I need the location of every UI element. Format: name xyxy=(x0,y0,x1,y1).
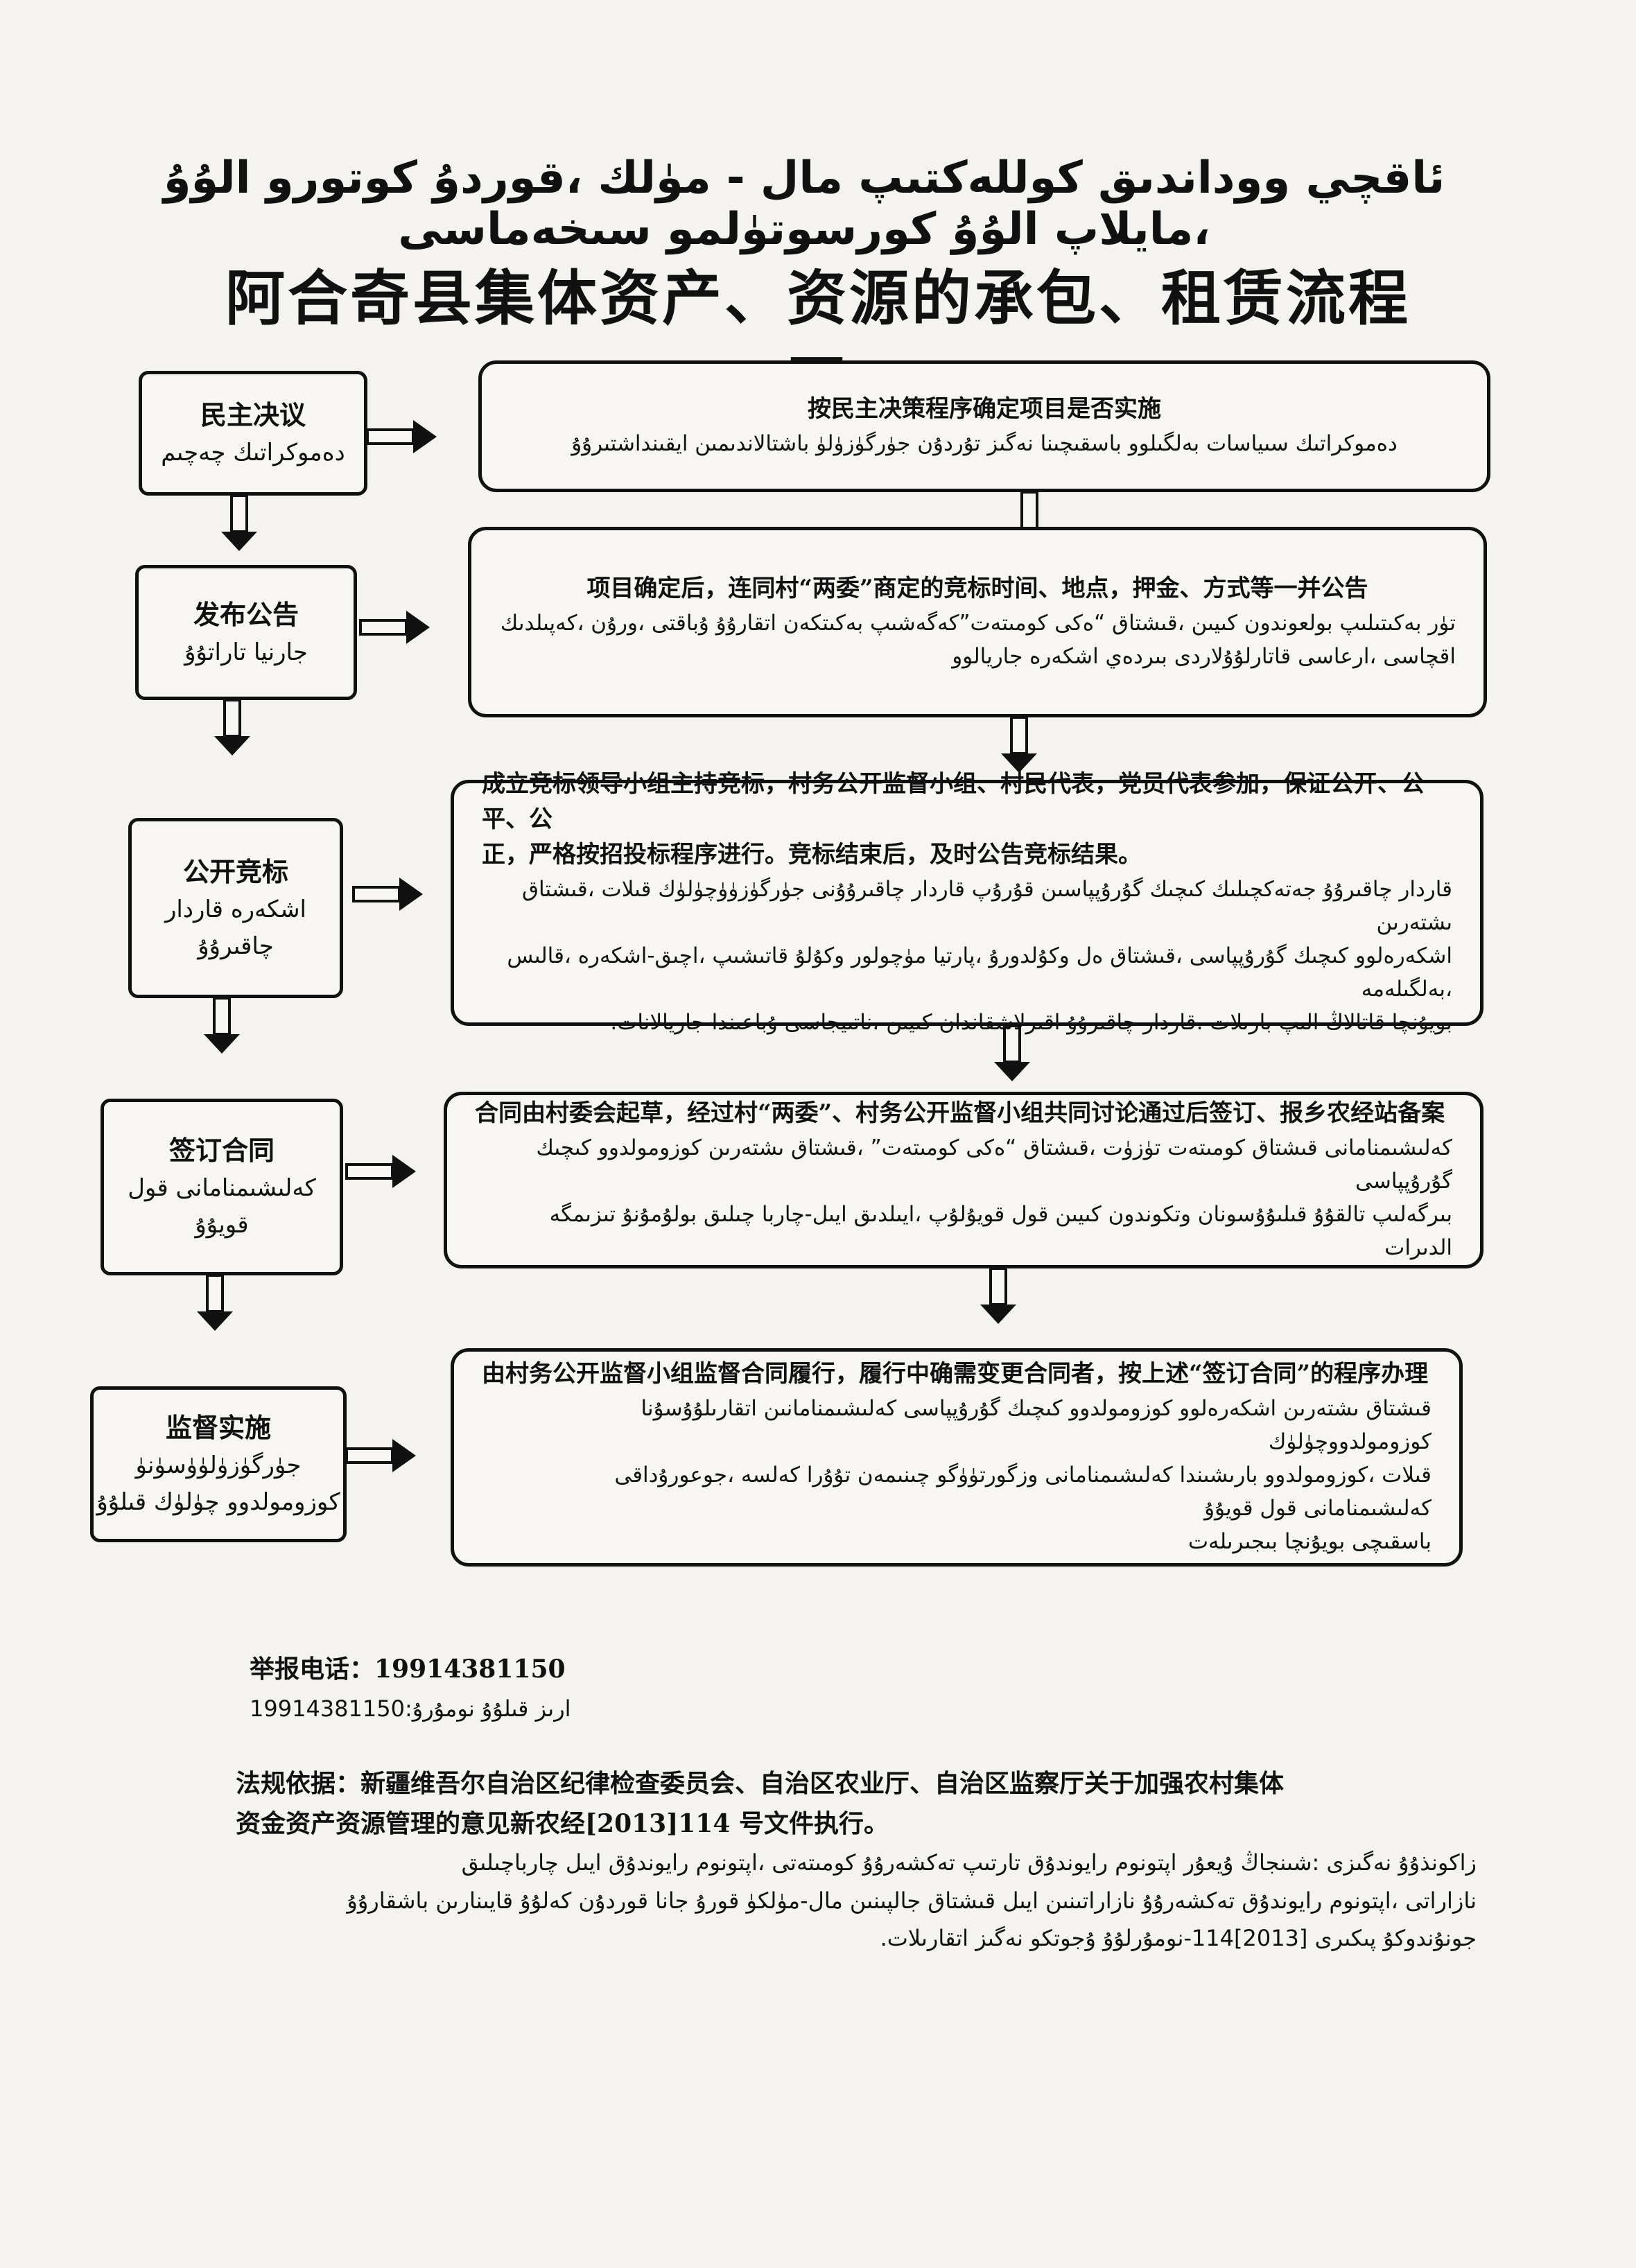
step-label-ug: دەموكراتىك چەچىم xyxy=(161,439,345,467)
step-label-zh: 监督实施 xyxy=(165,1412,271,1444)
hotline-ug: ارىز قىلۇۇ نومۇرۇ:19914381150 xyxy=(250,1695,571,1722)
hotline-zh: 举报电话：19914381150 xyxy=(250,1655,566,1684)
step-desc-ug-line: باسقىچى بويۇنچا بىجىرىلەت xyxy=(1187,1529,1432,1555)
arrow-down-left-4 xyxy=(195,1274,234,1332)
step-desc-zh-line: 合同由村委会起草，经过村“两委”、村务公开监督小组共同讨论通过后签订、报乡农经站… xyxy=(475,1099,1445,1127)
step-desc-ug-line: قىلات ،كوزومولدوو بارىشىندا كەلىشىمنامان… xyxy=(614,1462,1432,1521)
legal-zh-line: 资金资产资源管理的意见新农经[2013]114 号文件执行。 xyxy=(236,1808,889,1838)
step-desc-box-5: 由村务公开监督小组监督合同履行，履行中确需变更合同者，按上述“签订合同”的程序办… xyxy=(451,1348,1463,1567)
step-desc-box-3: 成立竞标领导小组主持竞标，村务公开监督小组、村民代表，党员代表参加，保证公开、公… xyxy=(451,770,1483,1035)
step-desc-ug-line: كەلىشىمنامانى قىشتاق كومىتەت تۈزۈت ،قىشت… xyxy=(536,1135,1452,1194)
step-label-ug: اشكەرە قاردار چاقىرۇۇ xyxy=(164,895,307,960)
step-desc-zh-line: 项目确定后，连同村“两委”商定的竞标时间、地点，押金、方式等一并公告 xyxy=(586,574,1368,602)
step-label-ug: جۈرگۈزۈلۈۈسۈنۈ كوزومولدوو چۈلۈك قىلۇۇ xyxy=(96,1451,340,1516)
arrow-down-left-1 xyxy=(220,494,259,552)
step-label-box-5: 监督实施 جۈرگۈزۈلۈۈسۈنۈ كوزومولدوو چۈلۈك قىل… xyxy=(90,1386,347,1542)
step-desc-ug-line: دەموكراتىك سىياسات بەلگىلوو باسقىچىنا نە… xyxy=(571,431,1398,457)
step-label-box-4: 签订合同 كەلىشىمنامانى قول قويۇۇ xyxy=(101,1099,343,1275)
step-label-zh: 发布公告 xyxy=(193,598,299,630)
step-desc-box-1: 按民主决策程序确定项目是否实施 دەموكراتىك سىياسات بەلگى… xyxy=(478,360,1490,492)
step-label-box-3: 公开竞标 اشكەرە قاردار چاقىرۇۇ xyxy=(128,818,343,998)
step-label-zh: 公开竞标 xyxy=(182,855,288,887)
step-label-zh: 民主决议 xyxy=(200,399,306,431)
step-label-box-2: 发布公告 جارنيا تاراتۇۇ xyxy=(135,565,357,700)
arrow-right-2 xyxy=(359,609,431,645)
step-desc-ug-line: اقچاسى ،ارعاسى قاتارلۇۇلاردى بىردەي اشكە… xyxy=(952,644,1456,669)
step-desc-ug-line: بويۇنچا قاتالاڭ الىپ بارىلات .قاردار چاق… xyxy=(610,1010,1452,1036)
title-uyghur: ئاقچي ووداندىق كولله‌كتىپ مال - مۈلك ،قو… xyxy=(163,152,1445,255)
legal-zh-line: 法规依据：新疆维吾尔自治区纪律检查委员会、自治区农业厅、自治区监察厅关于加强农村… xyxy=(236,1769,1285,1798)
arrow-down-left-3 xyxy=(202,997,241,1055)
arrow-right-3 xyxy=(352,876,424,912)
step-desc-ug-line: تۈر بەكىتىلىپ بولعوندون كىيىن ،قىشتاق “ە… xyxy=(500,610,1456,636)
step-label-ug: كەلىشىمنامانى قول قويۇۇ xyxy=(128,1174,316,1239)
arrow-right-5 xyxy=(345,1438,417,1474)
step-desc-box-4: 合同由村委会起草，经过村“两委”、村务公开监督小组共同讨论通过后签订、报乡农经站… xyxy=(444,1092,1483,1268)
arrow-right-4 xyxy=(345,1153,417,1189)
step-desc-ug-line: قىشتاق ىشتەرىن اشكەرەلوو كوزومولدوو كىچى… xyxy=(641,1395,1432,1454)
step-desc-zh-line: 成立竞标领导小组主持竞标，村务公开监督小组、村民代表，党员代表参加，保证公开、公… xyxy=(482,769,1425,833)
step-desc-ug-line: اشكەرەلوو كىچىك گۇرۇپپاسى ،قىشتاق ەل وكۇ… xyxy=(507,943,1452,1002)
step-desc-zh-line: 正，严格按招投标程序进行。竞标结束后，及时公告竞标结果。 xyxy=(482,840,1142,869)
step-desc-box-2: 项目确定后，连同村“两委”商定的竞标时间、地点，押金、方式等一并公告 تۈر ب… xyxy=(468,527,1487,717)
arrow-down-right-4 xyxy=(979,1267,1018,1325)
step-desc-zh-line: 由村务公开监督小组监督合同履行，履行中确需变更合同者，按上述“签订合同”的程序办… xyxy=(482,1359,1429,1388)
step-label-ug: جارنيا تاراتۇۇ xyxy=(184,638,308,666)
step-desc-ug-line: قاردار چاقىرۇۇ جەتەكچىلىك كىچىك گۇرۇپپاس… xyxy=(522,876,1452,935)
legal-basis: 法规依据：新疆维吾尔自治区纪律检查委员会、自治区农业厅、自治区监察厅关于加强农村… xyxy=(236,1764,1477,1957)
step-desc-zh-line: 按民主决策程序确定项目是否实施 xyxy=(808,395,1161,424)
step-label-zh: 签订合同 xyxy=(168,1135,275,1167)
legal-ug-line: زاكونذۇۇ نەگىزى :شىنجاڭ ۇيعۇر اپتونوم را… xyxy=(461,1849,1477,1876)
legal-ug-line: نازاراتى ،اپتونوم رايوندۇق تەكشەرۇۇ نازا… xyxy=(347,1887,1477,1914)
arrow-down-right-2 xyxy=(1000,716,1038,774)
arrow-down-left-2 xyxy=(213,699,252,757)
legal-ug-line: جونۇندوكۇ پىكىرى [2013]114-نومۇرلۇۇ ۇجوت… xyxy=(880,1924,1477,1951)
step-desc-ug-line: بىرگەلىپ تالقۇۇ قىلىۇۇسونان وتكوندون كىي… xyxy=(549,1202,1452,1261)
arrow-right-1 xyxy=(366,419,438,455)
step-label-box-1: 民主决议 دەموكراتىك چەچىم xyxy=(139,371,367,496)
